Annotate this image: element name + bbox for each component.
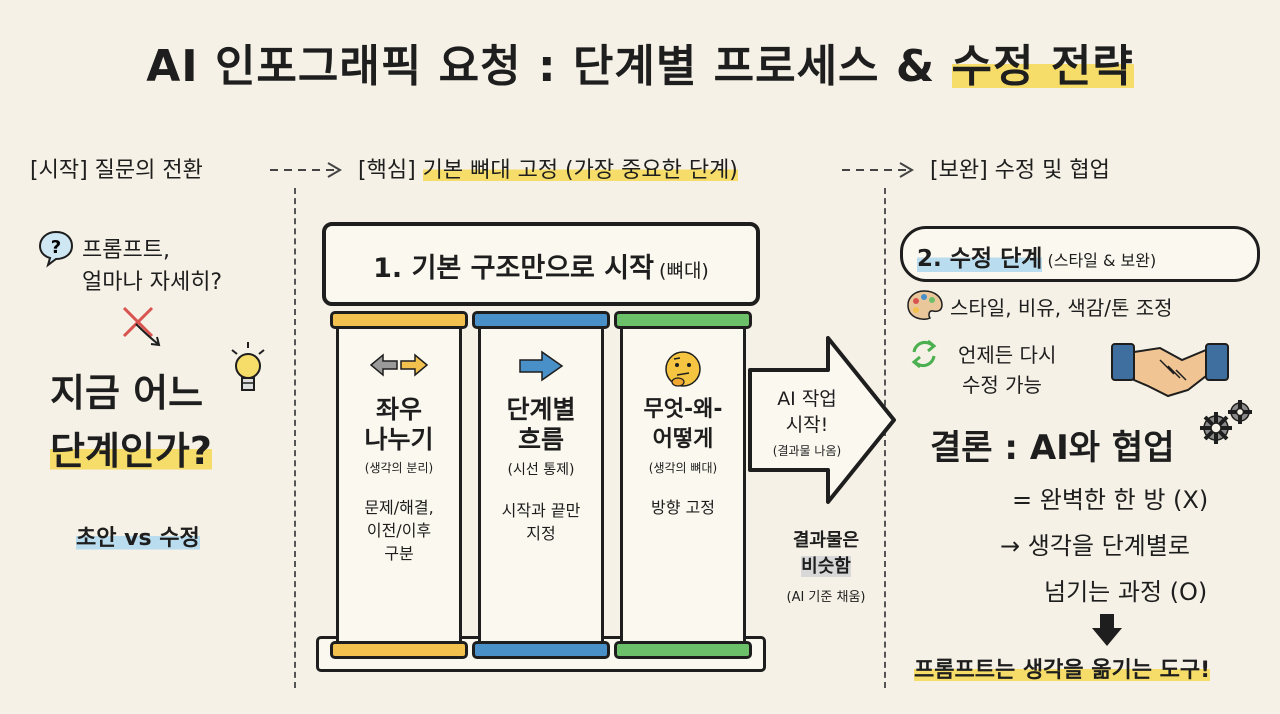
conclusion-line3: 넘기는 과정 (O) xyxy=(1044,578,1208,606)
step2-title: 2. 수정 단계 xyxy=(917,246,1043,272)
pillar-3-sub: (생각의 뼈대) xyxy=(648,461,718,475)
step1-sub: (뼈대) xyxy=(659,260,709,282)
pillar-1-cap-top xyxy=(330,311,468,329)
main-question-line1: 지금 어느 xyxy=(50,371,204,415)
phase-core: [핵심] 기본 뼈대 고정 (가장 중요한 단계) xyxy=(358,152,738,184)
step2-pill: 2. 수정 단계 (스타일 & 보완) xyxy=(900,226,1260,282)
phase-arrow-1 xyxy=(270,162,342,178)
ai-start-arrow xyxy=(748,336,896,504)
phase-arrow-2 xyxy=(842,162,914,178)
pillar-3-cap-top xyxy=(614,311,752,329)
pillar-1-title-line2: 나누기 xyxy=(364,425,434,454)
step1-title: 1. 기본 구조만으로 시작 xyxy=(373,253,654,284)
right-item2: 언제든 다시 수정 가능 xyxy=(958,340,1056,400)
palette-icon xyxy=(907,290,943,320)
result-note: 결과물은 비슷함 (AI 기준 채움) xyxy=(766,528,886,605)
arrow-sub: (결과물 나옴) xyxy=(772,444,842,458)
pillar-2-title-line2: 흐름 xyxy=(517,425,564,454)
phase-supplement: [보완] 수정 및 협업 xyxy=(930,158,1110,183)
pillar-2-desc-line1: 시작과 끝만 xyxy=(501,501,581,520)
right-item2-line2: 수정 가능 xyxy=(962,373,1042,397)
phase-core-highlight: 기본 뼈대 고정 (가장 중요한 단계) xyxy=(422,158,738,183)
question-line1: 프롬프트, xyxy=(82,238,170,263)
pillar-1-sub: (생각의 분리) xyxy=(364,461,434,475)
pillar-3-title-line2: 어떻게 xyxy=(652,427,714,452)
handshake-icon xyxy=(1111,343,1229,398)
step2-sub: (스타일 & 보완) xyxy=(1047,251,1157,270)
result-line2: 비슷함 xyxy=(801,556,851,577)
conclusion-line1: = 완벽한 한 방 (X) xyxy=(1012,486,1209,514)
pillar-3-cap-bottom xyxy=(614,641,752,659)
step1-box: 1. 기본 구조만으로 시작 (뼈대) xyxy=(322,222,760,306)
main-question-line2: 단계인가? xyxy=(50,429,212,473)
pillar-1-desc-line3: 구분 xyxy=(384,544,414,563)
conclusion-title: 결론 : AI와 협업 xyxy=(930,428,1175,468)
question-line2: 얼마나 자세히? xyxy=(82,270,223,295)
pillar-1-title-line1: 좌우 xyxy=(375,395,422,424)
pillar-2-sub: (시선 통제) xyxy=(507,462,575,478)
divider-right xyxy=(884,188,886,688)
left-right-arrow-icon xyxy=(339,349,459,389)
pillar-3-title-line1: 무엇-왜- xyxy=(643,397,723,422)
phase-core-prefix: [핵심] xyxy=(358,158,423,183)
pillar-2-cap-bottom xyxy=(472,641,610,659)
svg-text:?: ? xyxy=(51,237,61,258)
lightbulb-icon xyxy=(231,342,265,391)
result-sub: (AI 기준 채움) xyxy=(786,590,866,605)
right-item2-line1: 언제든 다시 xyxy=(958,343,1057,367)
title-highlight: 수정 전략 xyxy=(951,41,1134,92)
refresh-icon xyxy=(911,339,937,369)
pillar-2-desc-line2: 지정 xyxy=(526,524,556,543)
pillar-1-desc-line2: 이전/이후 xyxy=(366,521,432,540)
down-arrow-icon xyxy=(1092,614,1122,646)
pillar-2-title-line1: 단계별 xyxy=(506,395,576,424)
result-line1: 결과물은 xyxy=(792,530,860,551)
page-title: AI 인포그래픽 요청 : 단계별 프로세스 & 수정 전략 xyxy=(0,30,1280,94)
pillar-1-desc-line1: 문제/해결, xyxy=(364,498,434,517)
gear-icon xyxy=(1200,400,1252,444)
pillar-1-cap-bottom xyxy=(330,641,468,659)
divider-left xyxy=(294,188,296,688)
cross-arrow-icon xyxy=(122,306,161,347)
question-bubble-icon: ? xyxy=(38,230,74,268)
pillar-3: 무엇-왜- 어떻게 (생각의 뼈대) 방향 고정 xyxy=(614,311,752,659)
right-arrow-icon xyxy=(481,349,601,389)
pillar-2-cap-top xyxy=(472,311,610,329)
phase-start: [시작] 질문의 전환 xyxy=(30,158,203,183)
arrow-line1: AI 작업 xyxy=(777,388,837,410)
pillar-3-desc-line1: 방향 고정 xyxy=(651,498,715,517)
arrow-line2: 시작! xyxy=(785,414,829,436)
right-item1: 스타일, 비유, 색감/톤 조정 xyxy=(950,296,1173,320)
final-message: 프롬프트는 생각을 옮기는 도구! xyxy=(914,658,1211,683)
title-main: AI 인포그래픽 요청 : 단계별 프로세스 & xyxy=(146,41,952,92)
thinking-face-icon xyxy=(623,349,743,389)
ai-start-text: AI 작업 시작! (결과물 나옴) xyxy=(752,386,862,459)
compare-label: 초안 vs 수정 xyxy=(76,526,200,551)
conclusion-line2: → 생각을 단계별로 xyxy=(1000,532,1190,560)
